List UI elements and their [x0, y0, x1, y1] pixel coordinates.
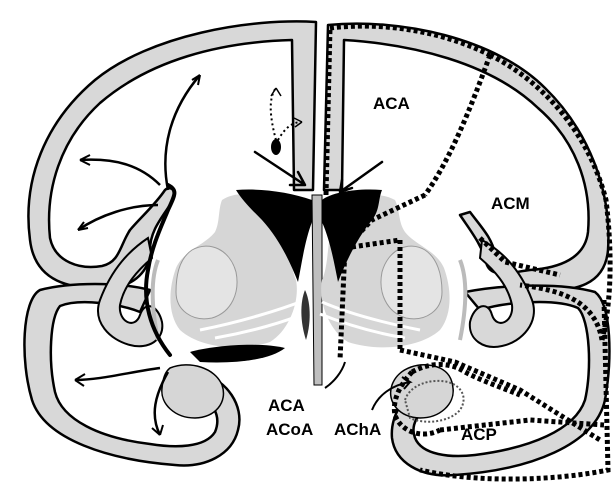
left-thalamus — [176, 246, 237, 319]
septum-pellucidum — [312, 195, 322, 385]
left-acp-branch-1 — [75, 368, 160, 380]
right-claustrum-line — [460, 260, 465, 340]
left-aca-branch-upper — [165, 75, 200, 190]
label-aca-vessel: ACA — [268, 396, 305, 415]
right-hemisphere — [320, 24, 609, 476]
right-arrow-to-ventricle — [340, 162, 382, 192]
label-acm-territory: ACM — [491, 194, 530, 213]
aca-acoa-pointer — [325, 362, 345, 388]
label-acp-territory: ACP — [461, 425, 497, 444]
left-temporal-horn — [190, 345, 285, 363]
perforator-origin — [271, 139, 281, 155]
third-ventricle — [301, 290, 309, 340]
label-acha-vessel: AChA — [334, 420, 381, 439]
label-aca-territory: ACA — [373, 94, 410, 113]
left-aca-branch-mid — [80, 160, 160, 185]
left-hippocampus — [162, 365, 224, 418]
label-acoa-vessel: ACoA — [266, 420, 313, 439]
right-thalamus — [381, 246, 442, 319]
